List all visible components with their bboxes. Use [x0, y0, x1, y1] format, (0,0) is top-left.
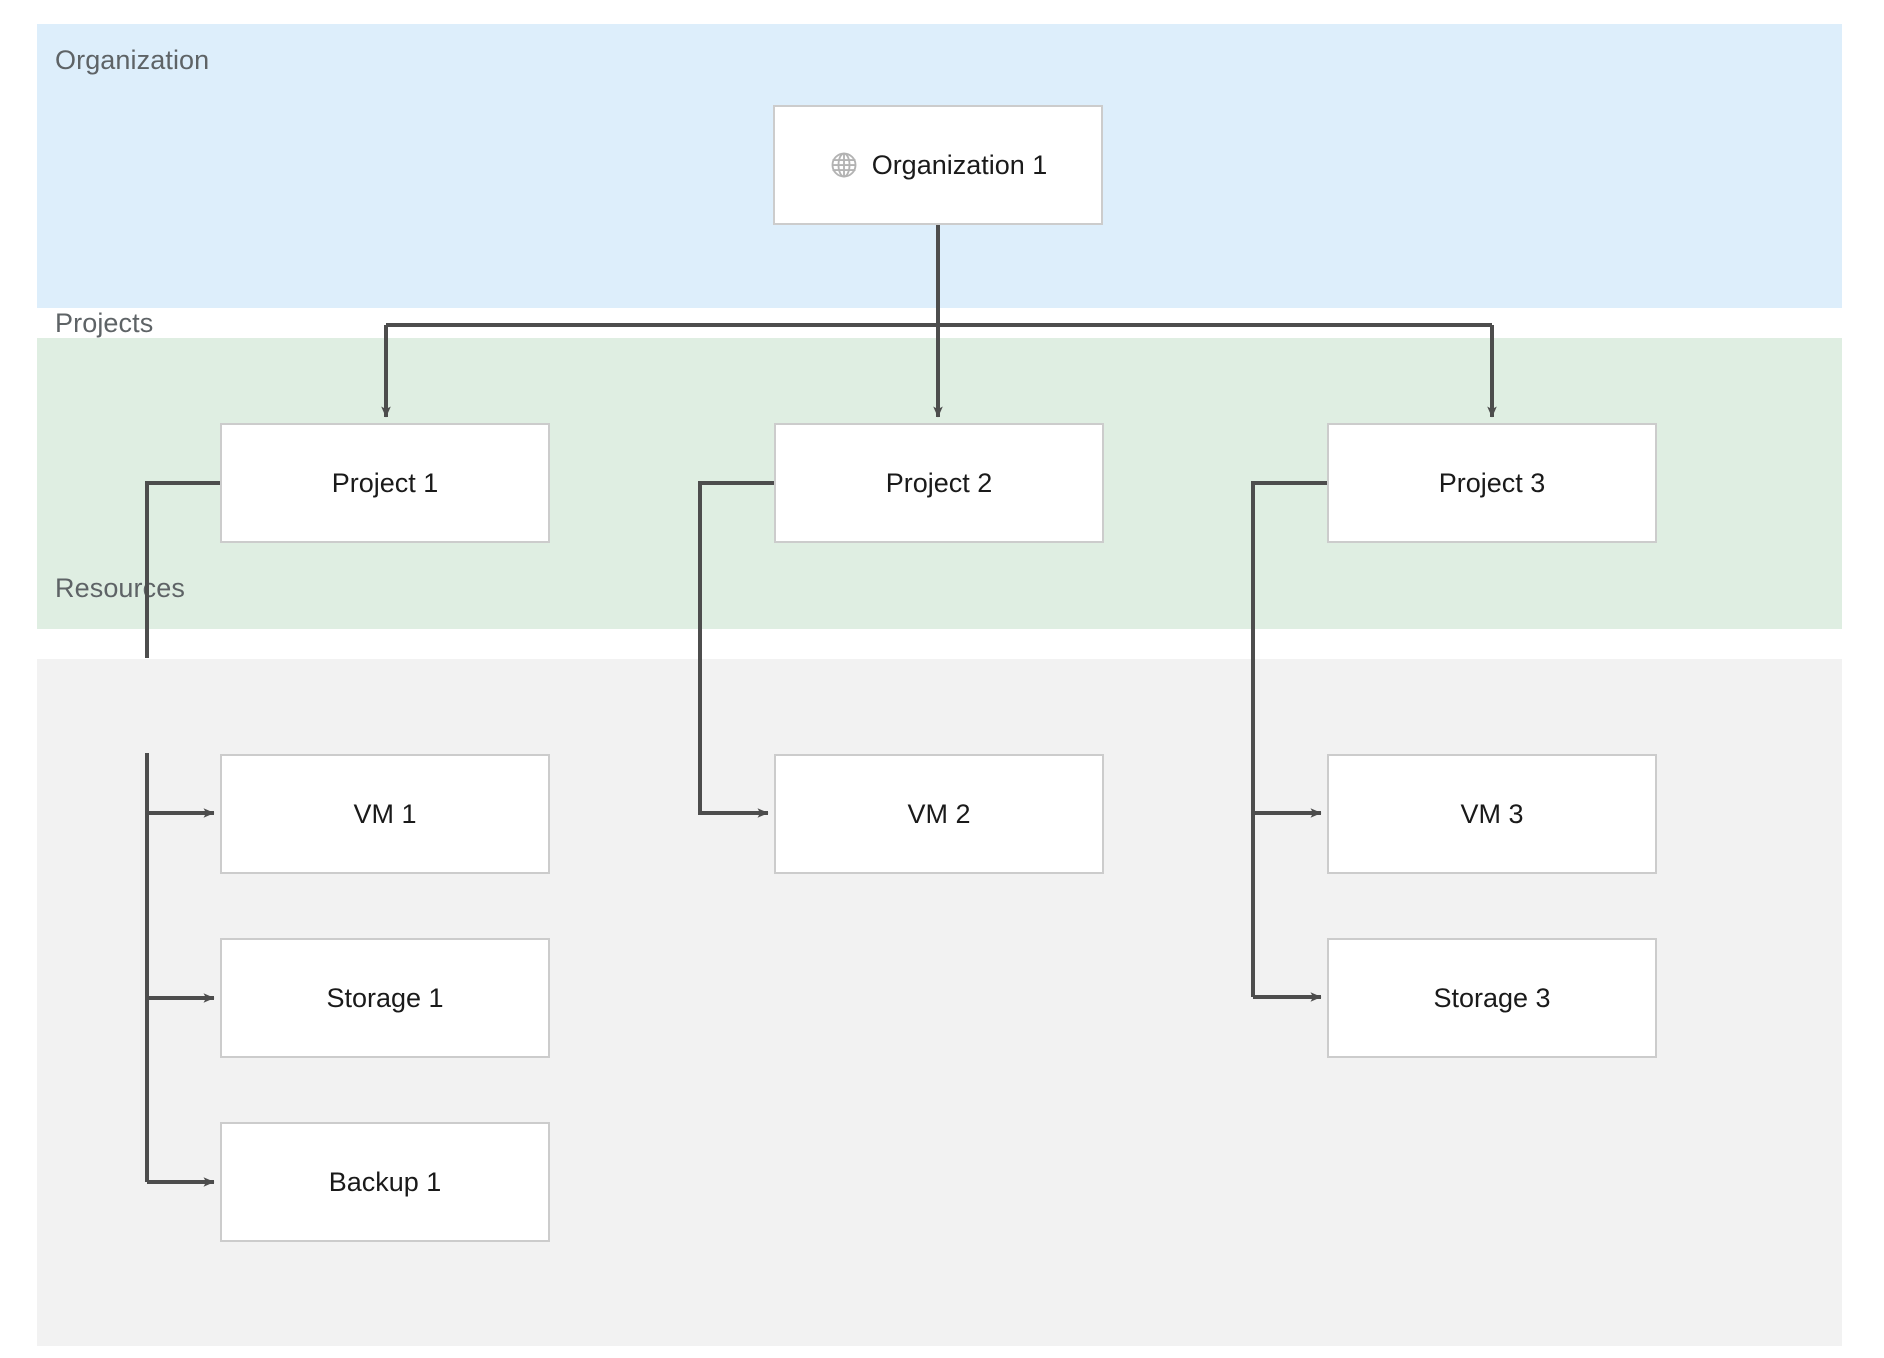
node-label-storage-3: Storage 3 [1433, 982, 1551, 1013]
node-vm-2[interactable]: VM 2 [774, 754, 1104, 874]
node-project-2[interactable]: Project 2 [774, 423, 1104, 543]
lane-label-resources: Resources [55, 573, 185, 603]
lane-label-organization: Organization [55, 45, 210, 75]
node-label-vm-1: VM 1 [353, 798, 417, 829]
lane-label-projects: Projects [55, 308, 154, 338]
node-label-project-2: Project 2 [885, 467, 993, 498]
node-organization-1[interactable]: Organization 1 [773, 105, 1103, 225]
node-label-project-1: Project 1 [331, 467, 439, 498]
globe-icon [829, 150, 859, 180]
node-label-backup-1: Backup 1 [328, 1166, 442, 1197]
node-label-vm-2: VM 2 [907, 798, 971, 829]
node-project-1[interactable]: Project 1 [220, 423, 550, 543]
node-vm-3[interactable]: VM 3 [1327, 754, 1657, 874]
node-label-storage-1: Storage 1 [326, 982, 444, 1013]
node-storage-3[interactable]: Storage 3 [1327, 938, 1657, 1058]
node-label-organization-1: Organization 1 [871, 149, 1048, 180]
node-vm-1[interactable]: VM 1 [220, 754, 550, 874]
node-label-project-3: Project 3 [1438, 467, 1546, 498]
node-label-vm-3: VM 3 [1460, 798, 1524, 829]
node-backup-1[interactable]: Backup 1 [220, 1122, 550, 1242]
node-project-3[interactable]: Project 3 [1327, 423, 1657, 543]
node-storage-1[interactable]: Storage 1 [220, 938, 550, 1058]
